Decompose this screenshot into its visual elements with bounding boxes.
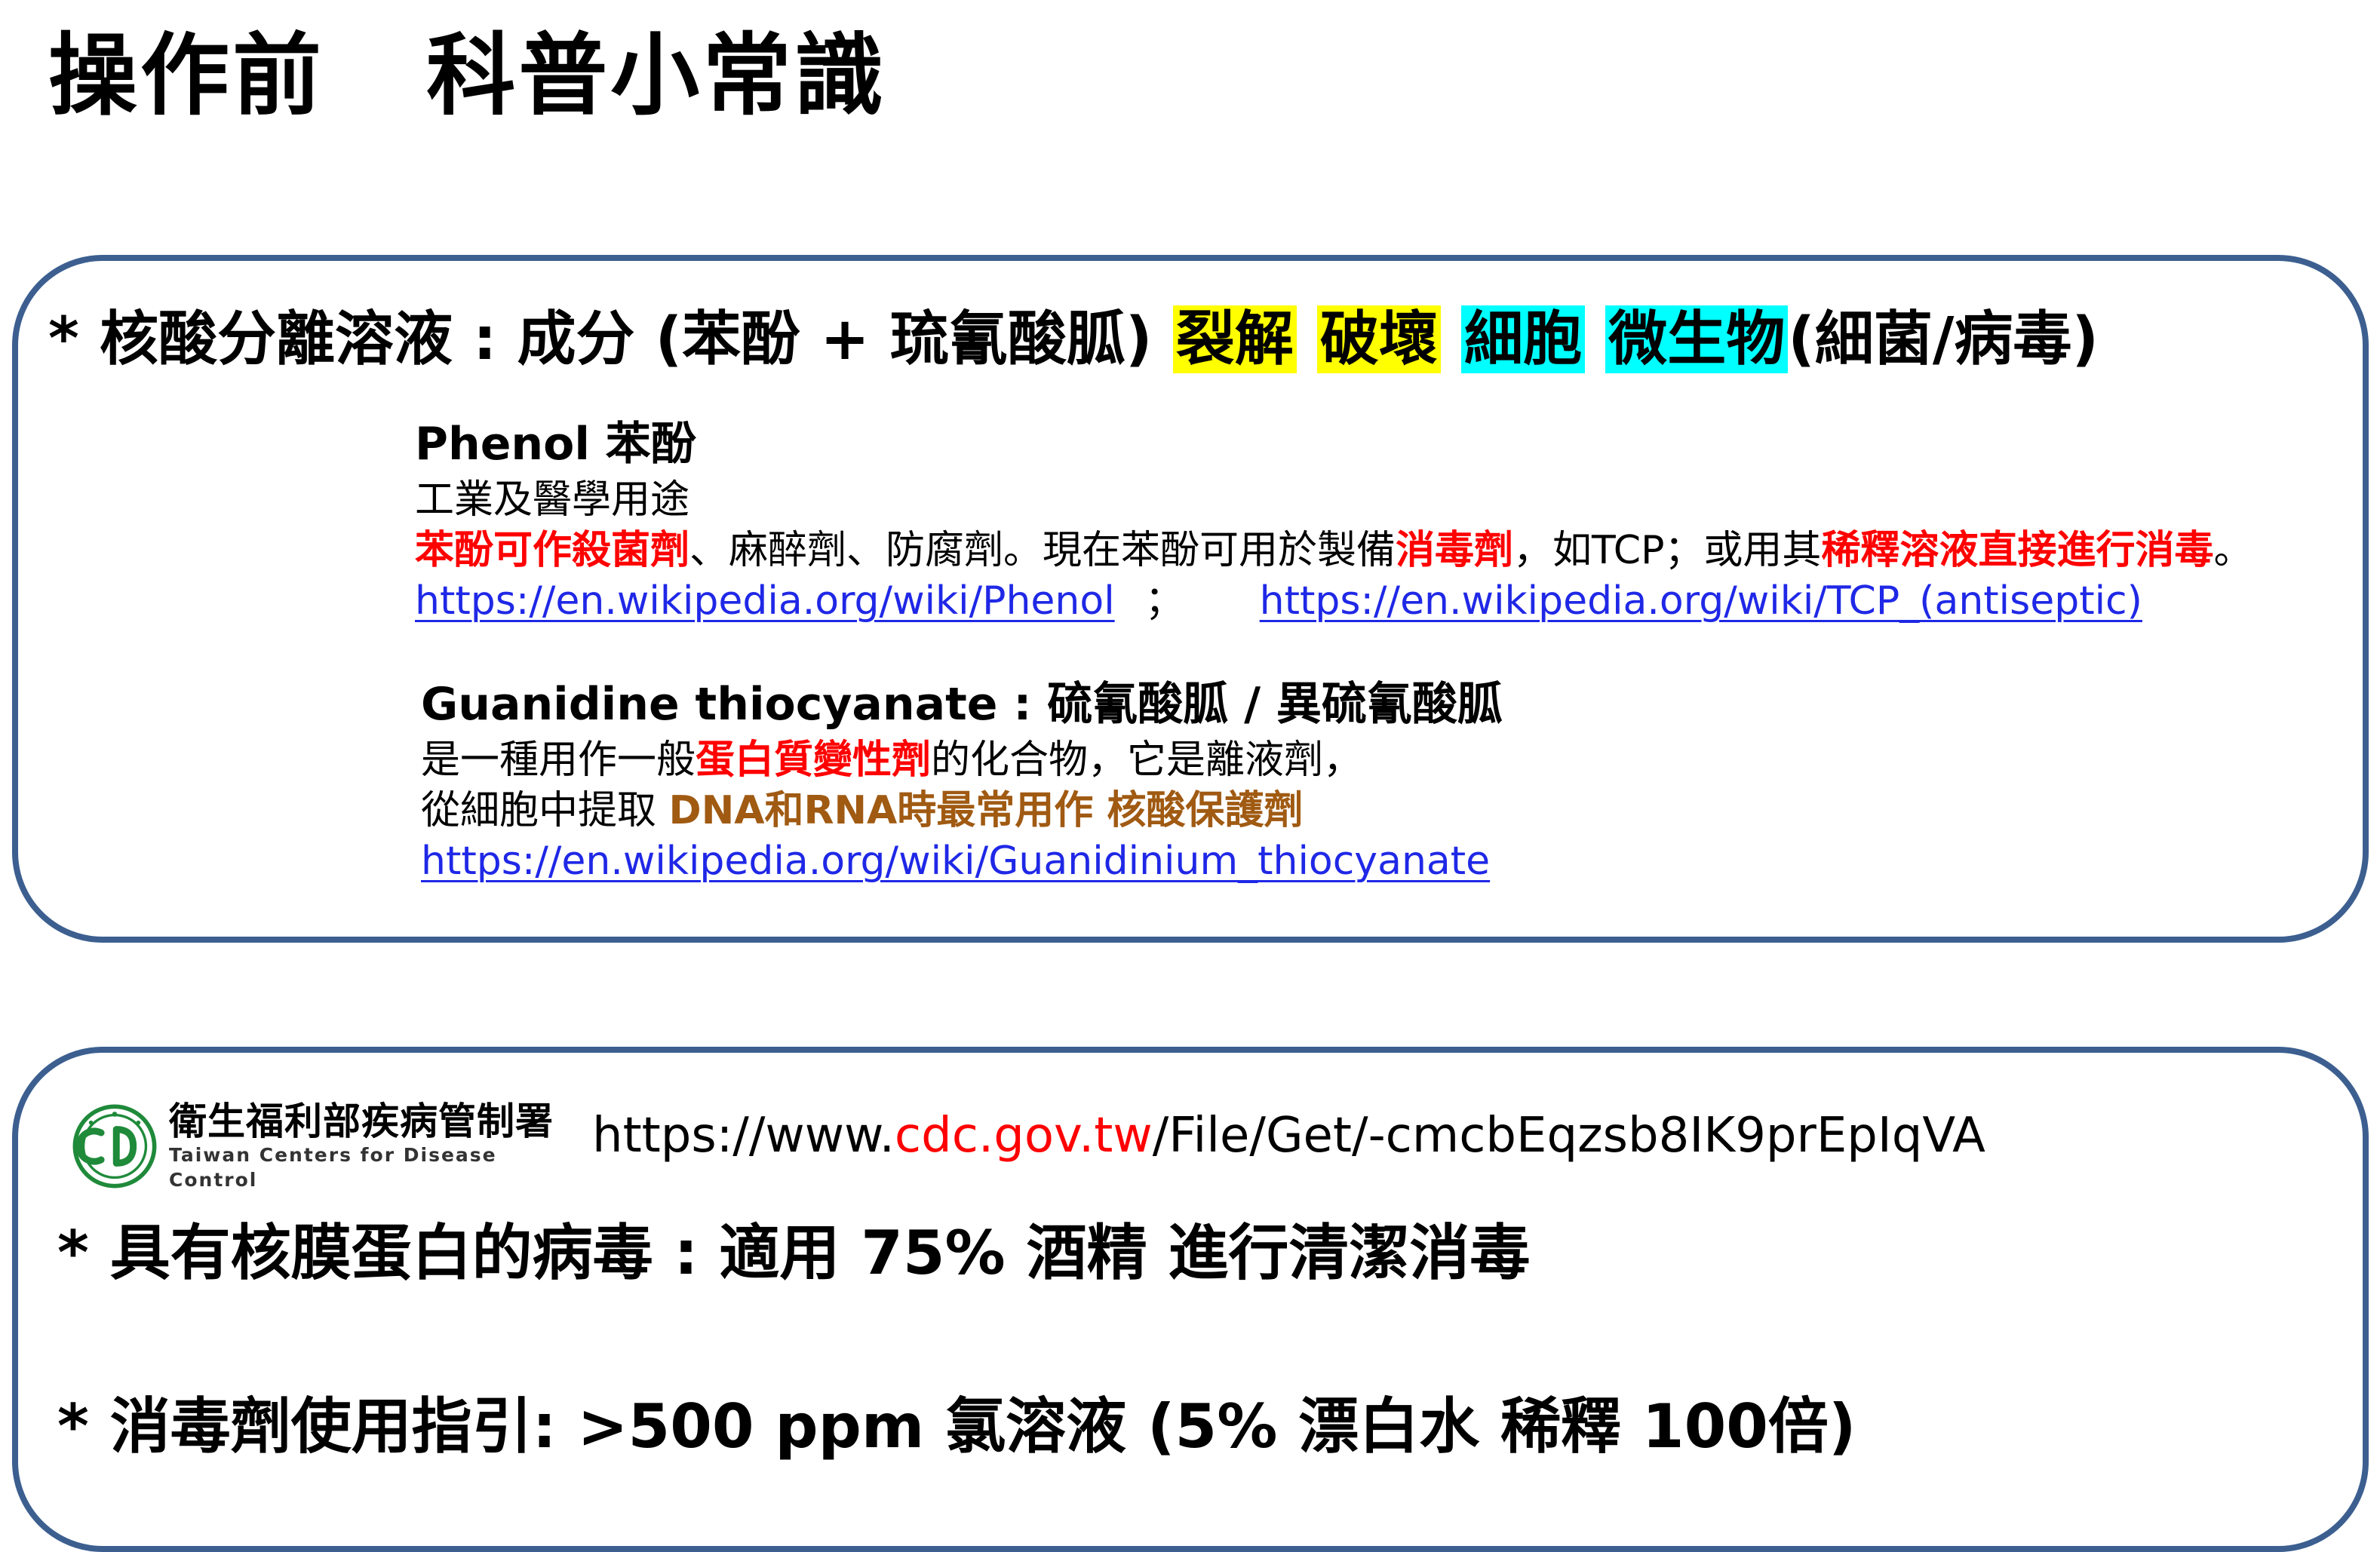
phenol-line2: 苯酚可作殺菌劑、麻醉劑、防腐劑。現在苯酚可用於製備消毒劑，如TCP；或用其稀釋溶… [415,526,2253,577]
phenol-red1: 苯酚可作殺菌劑 [415,528,690,573]
phenol-red2: 消毒劑 [1396,528,1514,573]
phenol-text3: 。 [2213,528,2253,573]
cdc-url-prefix: https://www. [592,1108,895,1164]
phenol-text2: ，如TCP；或用其 [1513,528,1822,573]
highlight-microbes: 微生物 [1605,305,1789,373]
guanidine-link-row: https://en.wikipedia.org/wiki/Guanidiniu… [421,836,1490,888]
cdc-emblem-icon [72,1104,157,1189]
guanidine-wiki-link[interactable]: https://en.wikipedia.org/wiki/Guanidiniu… [421,839,1491,884]
cdc-logo: 衛生福利部疾病管制署 Taiwan Centers for Disease Co… [72,1097,555,1195]
headline-prefix: * 核酸分離溶液 : 成分 (苯酚 + 琉氰酸胍) [48,305,1173,373]
highlight-lysis: 裂解 [1172,305,1297,373]
phenol-red3: 稀釋溶液直接進行消毒 [1821,528,2214,573]
cdc-text: 衛生福利部疾病管制署 Taiwan Centers for Disease Co… [169,1100,555,1193]
headline-suffix: (細菌/病毒) [1788,305,2099,373]
guanidine-text1: 是一種用作一般 [421,738,696,783]
cdc-url[interactable]: https://www.cdc.gov.tw/File/Get/-cmcbEqz… [592,1105,1985,1167]
highlight-cells: 細胞 [1461,305,1586,373]
cdc-url-domain: cdc.gov.tw [894,1108,1153,1164]
phenol-links: https://en.wikipedia.org/wiki/Phenol ； htt… [415,576,2142,627]
tcp-wiki-link[interactable]: https://en.wikipedia.org/wiki/TCP_(antis… [1259,578,2142,624]
guanidine-title: Guanidine thiocyanate : 硫氰酸胍 / 異硫氰酸胍 [421,678,1503,731]
cdc-name-zh: 衛生福利部疾病管制署 [169,1099,554,1143]
chlorine-guideline: * 消毒劑使用指引: >500 ppm 氯溶液 (5% 漂白水 稀釋 100倍) [57,1391,1856,1462]
cdc-name-en: Taiwan Centers for Disease Control [169,1144,497,1191]
guanidine-brown: DNA和RNA時最常用作 核酸保護劑 [668,788,1304,833]
phenol-line1: 工業及醫學用途 [415,477,690,523]
info-panel-bottom [12,1047,2369,1552]
phenol-text1: 、麻醉劑、防腐劑。現在苯酚可用於製備 [689,528,1396,573]
page-title: 操作前 科普小常識 [48,23,887,127]
guanidine-line2: 從細胞中提取 DNA和RNA時最常用作 核酸保護劑 [421,786,1303,837]
highlight-destroy: 破壞 [1316,305,1441,373]
guanidine-text3: 從細胞中提取 [421,788,669,833]
phenol-wiki-link[interactable]: https://en.wikipedia.org/wiki/Phenol [415,578,1115,624]
alcohol-guideline: * 具有核膜蛋白的病毒 : 適用 75% 酒精 進行清潔消毒 [57,1218,1531,1288]
guanidine-text2: 的化合物，它是離液劑， [931,738,1363,783]
section1-headline: * 核酸分離溶液 : 成分 (苯酚 + 琉氰酸胍) 裂解 破壞 細胞 微生物(細… [48,302,2099,378]
guanidine-red: 蛋白質變性劑 [696,738,932,783]
cdc-url-path: /File/Get/-cmcbEqzsb8IK9prEpIqVA [1152,1108,1985,1164]
phenol-title: Phenol 苯酚 [415,418,696,471]
guanidine-line1: 是一種用作一般蛋白質變性劑的化合物，它是離液劑， [421,735,1362,787]
link-separator: ； [1144,578,1184,624]
info-panel-top [12,255,2369,943]
